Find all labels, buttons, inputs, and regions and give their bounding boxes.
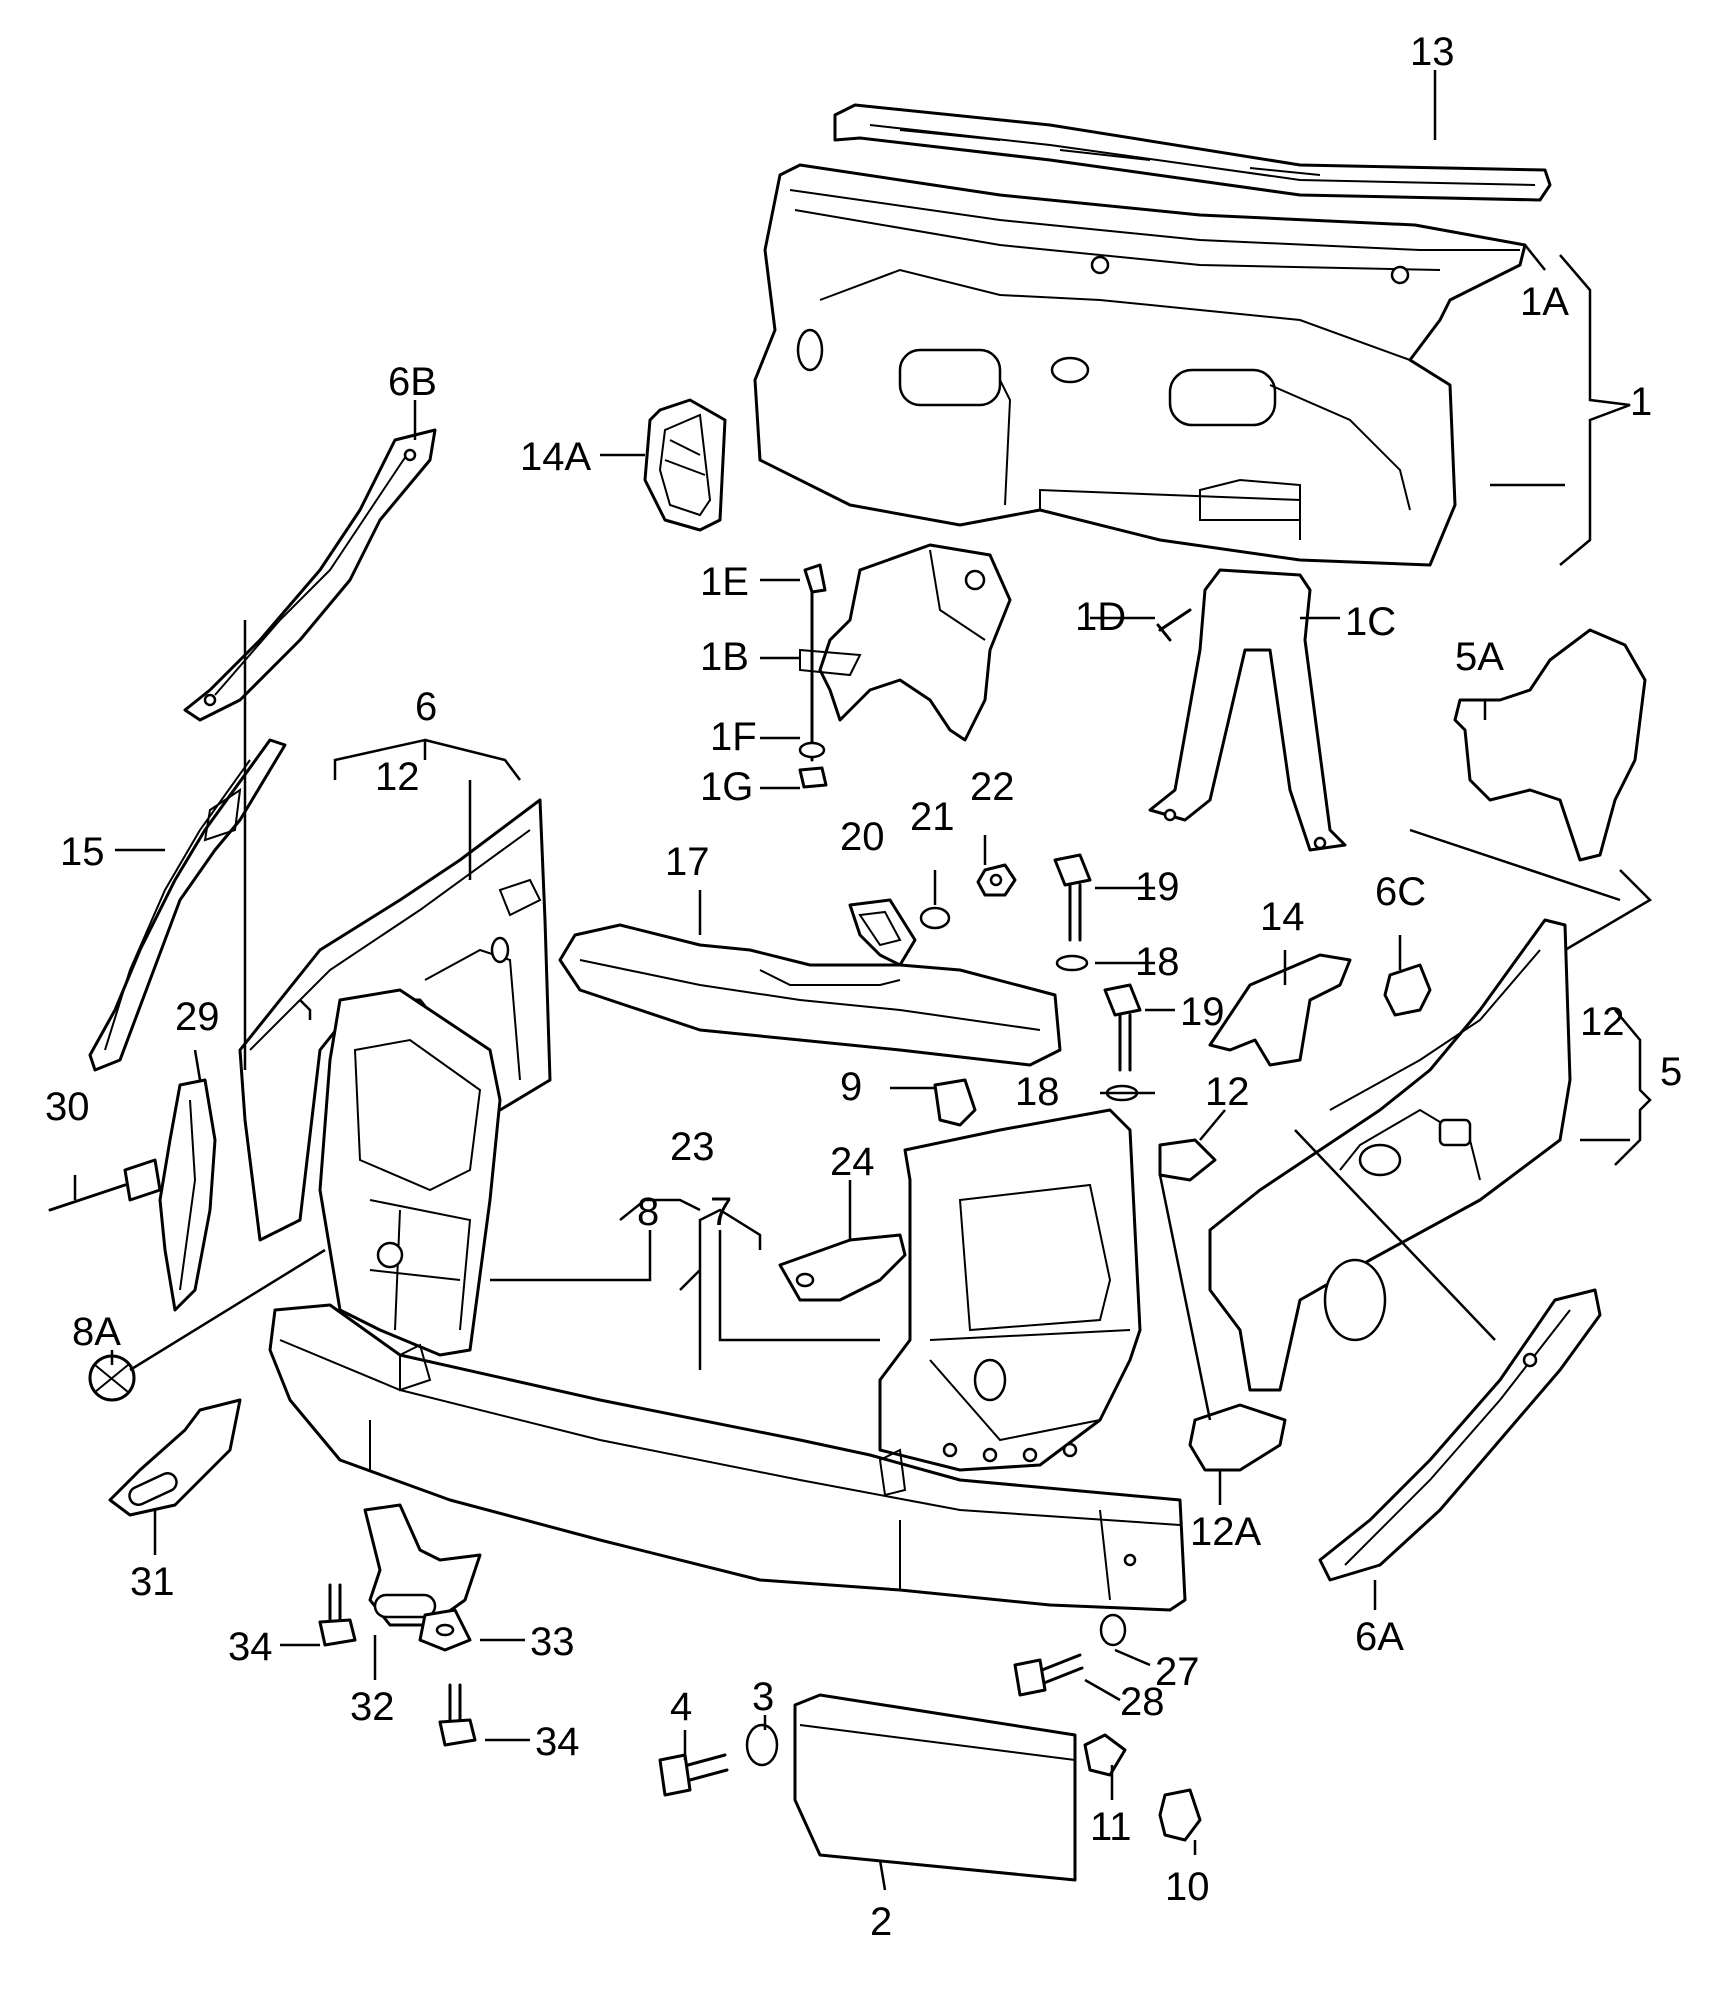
- part-19-bolt-lower: [1103, 983, 1142, 1072]
- callout-20: 20: [840, 815, 885, 859]
- part-24-bracket: [778, 1233, 907, 1302]
- part-14-bracket: [1208, 953, 1352, 1067]
- callout-8: 8: [637, 1190, 659, 1234]
- callout-28: 28: [1120, 1680, 1165, 1724]
- callout-1E: 1E: [700, 560, 749, 604]
- part-2-bumper-cover: [793, 1693, 1077, 1882]
- callout-1: 1: [1630, 380, 1652, 424]
- callout-9: 9: [840, 1065, 862, 1109]
- callout-1B: 1B: [700, 635, 749, 679]
- part-1B-bracket: [799, 543, 1012, 742]
- callout-21: 21: [910, 795, 955, 839]
- part-30-rivet: [48, 1158, 162, 1212]
- callout-27: 27: [1155, 1650, 1200, 1694]
- callout-3: 3: [752, 1675, 774, 1719]
- leader-lines: [73, 70, 1653, 1891]
- callout-1D: 1D: [1075, 595, 1126, 639]
- callout-6A: 6A: [1355, 1615, 1404, 1659]
- part-31-bracket: [108, 1398, 242, 1517]
- callout-34-upper: 34: [228, 1625, 273, 1669]
- part-6C-bracket: [1383, 963, 1432, 1017]
- part-6A-strut: [1318, 1288, 1602, 1582]
- callout-18-lower: 18: [1015, 1070, 1060, 1114]
- part-9-clip: [933, 1078, 977, 1127]
- part-14A-grommet: [643, 398, 727, 532]
- part-32-bracket: [363, 1503, 482, 1627]
- callout-30: 30: [45, 1085, 90, 1129]
- callout-18-upper: 18: [1135, 940, 1180, 984]
- part-12-bracket: [1158, 1138, 1217, 1182]
- callout-23: 23: [670, 1125, 715, 1169]
- part-18-washer-upper: [1055, 954, 1089, 972]
- callout-14A: 14A: [520, 435, 591, 479]
- callout-24: 24: [830, 1140, 875, 1184]
- part-27-washer: [1099, 1613, 1127, 1647]
- callout-12A: 12A: [1190, 1510, 1261, 1554]
- callout-5A: 5A: [1455, 635, 1504, 679]
- callout-6C: 6C: [1375, 870, 1426, 914]
- callout-2: 2: [870, 1900, 892, 1944]
- callout-1A: 1A: [1520, 280, 1569, 324]
- part-19-bolt-upper: [1053, 853, 1092, 942]
- part-1-firewall-panel: [753, 163, 1527, 567]
- callout-1G: 1G: [700, 765, 753, 809]
- part-12A-bracket: [1188, 1403, 1287, 1472]
- part-23-bumper-carrier: [268, 1303, 1187, 1612]
- callout-12-center: 12: [1205, 1070, 1250, 1114]
- callout-labels: 13 1A 1 6B 14A 1E 1D 1C 1B 5A 6 1F 12 1G…: [45, 30, 1682, 1944]
- part-33-nut-plate: [418, 1608, 472, 1652]
- part-22-nut: [976, 863, 1017, 897]
- callout-8A: 8A: [72, 1310, 121, 1354]
- part-1C-stand: [1148, 568, 1347, 852]
- callout-22: 22: [970, 765, 1015, 809]
- callout-12-left: 12: [375, 755, 420, 799]
- callout-17: 17: [665, 840, 710, 884]
- callout-7: 7: [710, 1190, 732, 1234]
- part-3-washer: [745, 1723, 779, 1767]
- part-20-hook: [848, 898, 917, 967]
- callout-32: 32: [350, 1685, 395, 1729]
- part-4-bolt: [658, 1753, 729, 1797]
- part-1D-screw: [1156, 608, 1192, 642]
- callout-5: 5: [1660, 1050, 1682, 1094]
- part-6B-strut: [183, 428, 437, 722]
- callout-4: 4: [670, 1685, 692, 1729]
- part-10-nut: [1158, 1788, 1202, 1842]
- callout-1F: 1F: [710, 715, 757, 759]
- part-1G-nut: [798, 766, 828, 789]
- part-1F-washer: [798, 741, 826, 759]
- part-15-strut: [88, 738, 287, 1072]
- callout-15: 15: [60, 830, 105, 874]
- part-34-bolt-upper: [318, 1583, 357, 1647]
- part-17-upper-support: [558, 923, 1062, 1067]
- part-8-left-headlamp-panel: [318, 988, 502, 1357]
- callout-6: 6: [415, 685, 437, 729]
- callout-19-upper: 19: [1135, 865, 1180, 909]
- callout-14: 14: [1260, 895, 1305, 939]
- part-13-cowl-strip: [833, 103, 1552, 202]
- callout-33: 33: [530, 1620, 575, 1664]
- callout-11: 11: [1090, 1805, 1132, 1849]
- part-34-bolt-lower: [438, 1683, 477, 1747]
- part-7-right-headlamp-panel: [878, 1108, 1142, 1472]
- callout-34-lower: 34: [535, 1720, 580, 1764]
- callout-10: 10: [1165, 1865, 1210, 1909]
- callout-12-right: 12: [1580, 1000, 1625, 1044]
- callout-13: 13: [1410, 30, 1455, 74]
- part-21-washer: [919, 906, 951, 930]
- part-28-bolt: [1013, 1653, 1084, 1697]
- part-1E-bolt: [803, 563, 827, 762]
- part-5-right-fender-apron: [1208, 918, 1572, 1392]
- callout-19-lower: 19: [1180, 990, 1225, 1034]
- part-29-side-bracket: [158, 1078, 217, 1312]
- part-11-clip: [1083, 1733, 1127, 1777]
- part-5A-bracket: [1453, 628, 1647, 862]
- callout-31: 31: [130, 1560, 175, 1604]
- callout-1C: 1C: [1345, 600, 1396, 644]
- callout-6B: 6B: [388, 360, 437, 404]
- callout-29: 29: [175, 995, 220, 1039]
